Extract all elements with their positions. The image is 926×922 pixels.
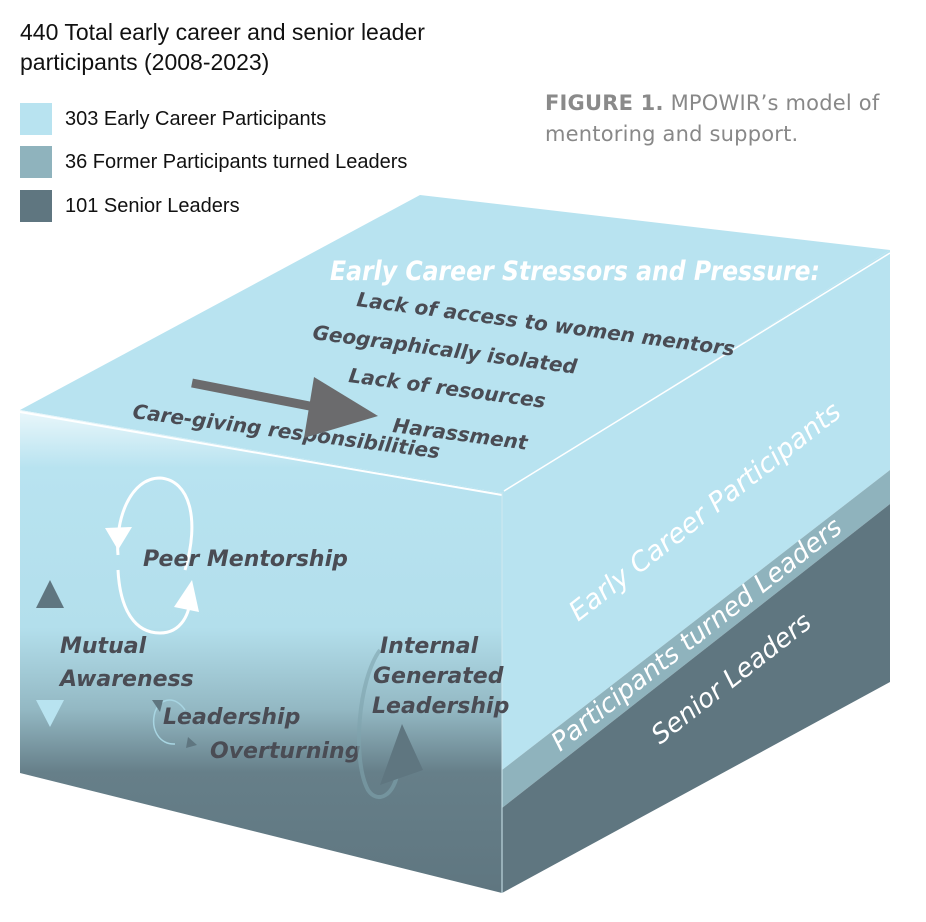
legend-swatch-senior-leaders bbox=[20, 190, 52, 222]
figure-caption: FIGURE 1. MPOWIR’s model of mentoring an… bbox=[545, 88, 905, 150]
mutual-awareness-arrow-icon bbox=[36, 580, 64, 727]
figure-title: 440 Total early career and senior leader… bbox=[20, 19, 425, 75]
leadership-overturning-label: Leadership bbox=[163, 705, 300, 730]
legend-item-early-career: 303 Early Career Participants bbox=[20, 103, 326, 135]
internal-leadership-label: Internal bbox=[380, 634, 479, 659]
legend-label: 36 Former Participants turned Leaders bbox=[65, 150, 408, 173]
side-layer-early-career bbox=[502, 250, 890, 770]
mutual-awareness-label: Awareness bbox=[58, 667, 194, 692]
legend-swatch-turned-leaders bbox=[20, 146, 52, 178]
legend-swatch-early-career bbox=[20, 103, 52, 135]
internal-leadership-label: Leadership bbox=[372, 694, 509, 719]
caption-text: MPOWIR’s model of mentoring and support. bbox=[545, 91, 880, 146]
internal-leadership-label: Generated bbox=[373, 664, 504, 689]
mutual-awareness-label: Mutual bbox=[60, 634, 147, 659]
leadership-overturning-cycle-icon bbox=[152, 699, 197, 748]
figure-label: FIGURE 1. bbox=[545, 91, 664, 115]
side-layer-turned-leaders bbox=[502, 470, 890, 808]
top-face bbox=[20, 195, 890, 493]
stressors-heading: Early Career Stressors and Pressure: bbox=[330, 256, 820, 287]
legend-item-turned-leaders: 36 Former Participants turned Leaders bbox=[20, 146, 407, 178]
legend-label: 101 Senior Leaders bbox=[65, 194, 240, 217]
front-top-edge bbox=[19, 411, 503, 496]
side-layer-senior-leaders bbox=[502, 504, 890, 893]
pressure-arrow-icon bbox=[191, 377, 378, 438]
internal-leadership-arrow-icon bbox=[356, 648, 423, 799]
side-top-edge bbox=[503, 252, 891, 492]
peer-mentorship-label: Peer Mentorship bbox=[143, 547, 348, 572]
legend-item-senior-leaders: 101 Senior Leaders bbox=[20, 190, 240, 222]
front-face bbox=[20, 410, 502, 893]
legend-label: 303 Early Career Participants bbox=[65, 107, 327, 130]
leadership-overturning-label: Overturning bbox=[210, 739, 360, 764]
peer-mentorship-cycle-icon bbox=[105, 476, 199, 635]
